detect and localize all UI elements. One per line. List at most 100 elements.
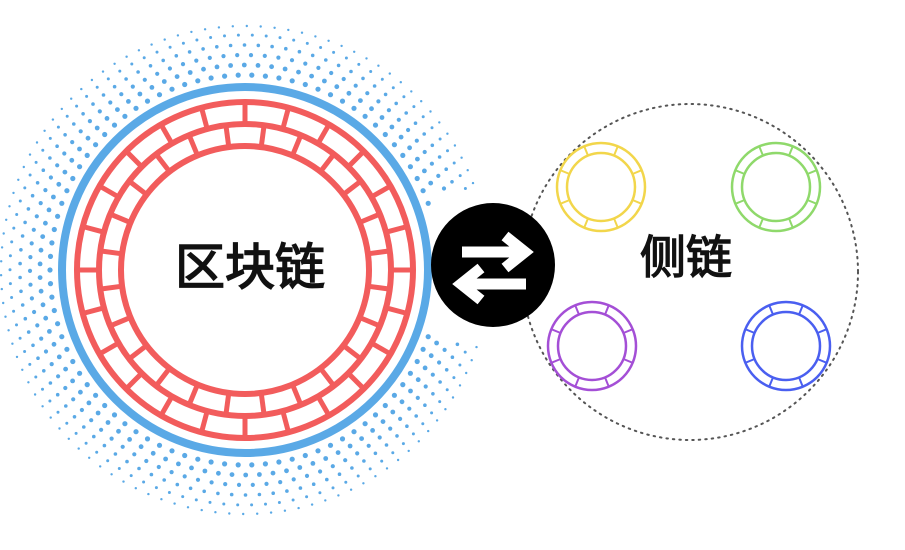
halo-dot [369,106,374,112]
halo-dot [310,503,314,506]
block-divider [385,305,408,316]
halo-dot [420,346,426,352]
block-divider [124,371,144,391]
halo-dot [273,26,276,29]
halo-dot [160,498,163,501]
block-divider [341,179,363,197]
halo-dot [161,58,165,63]
halo-dot [427,429,430,433]
halo-dot [99,465,102,468]
halo-dot [150,450,156,456]
halo-dot [195,38,199,42]
halo-dot [79,407,84,413]
halo-dot [82,425,86,429]
halo-dot [276,75,282,81]
halo-dot [372,122,379,128]
halo-dot [43,315,49,321]
halo-dot [15,213,19,216]
halo-dot [412,105,416,109]
halo-dot [377,64,380,67]
halo-dot [217,26,221,29]
halo-dot [101,93,106,97]
halo-dot [369,70,373,73]
green-ring [730,141,822,233]
halo-dot [257,492,262,497]
halo-dot [0,274,3,277]
halo-dot [319,46,323,49]
halo-dot [298,486,303,490]
halo-dot [142,480,146,484]
halo-dot [62,169,68,175]
halo-dot [235,72,241,78]
halo-dot [421,422,425,426]
halo-dot [28,362,32,366]
halo-dot [31,227,36,232]
yellow-ring [555,141,647,233]
halo-dot [5,218,8,221]
halo-dot [84,152,90,158]
halo-dot [105,420,111,425]
halo-dot [174,54,179,58]
halo-dot [289,78,295,84]
halo-dot [407,406,412,411]
halo-dot [209,36,213,39]
halo-dot [327,39,330,42]
halo-dot [408,388,413,394]
block-divider [318,152,336,174]
halo-dot [269,64,274,70]
block-divider [290,134,304,157]
halo-dot [278,480,283,485]
halo-dot [20,234,25,238]
halo-dot [415,395,420,400]
halo-dot [250,33,254,37]
halo-dot [43,188,48,193]
halo-dot [282,66,288,72]
halo-dot [0,246,4,249]
halo-dot [12,309,16,313]
halo-dot [337,494,340,497]
halo-dot [130,84,135,89]
halo-dot [396,117,401,122]
halo-dot [91,102,95,106]
halo-dot [92,434,96,439]
halo-dot [391,451,395,455]
halo-dot [89,418,94,423]
halo-dot [56,354,62,360]
halo-dot [452,376,456,380]
halo-dot [122,421,128,427]
halo-dot [195,477,201,482]
halo-dot [344,56,348,60]
halo-dot [70,175,76,182]
halo-dot [77,370,83,376]
halo-dot [18,336,22,340]
halo-dot [12,191,15,195]
halo-dot [7,329,10,332]
halo-dot [203,28,207,31]
halo-dot [429,110,432,113]
block-divider [315,395,332,417]
halo-dot [349,488,353,491]
halo-dot [12,226,16,230]
halo-dot [289,58,295,63]
halo-dot [34,214,39,219]
halo-dot [215,45,219,49]
halo-dot [48,175,54,180]
halo-dot [47,329,52,334]
halo-dot [395,434,399,438]
halo-dot [2,232,5,235]
block-divider [318,366,336,388]
halo-dot [430,372,435,377]
halo-dot [451,396,455,399]
halo-dot [297,49,302,54]
block-divider [290,383,304,406]
halo-dot [186,506,190,509]
halo-dot [365,91,370,96]
halo-dot [297,465,303,470]
halo-dot [26,207,31,211]
halo-dot [155,50,159,54]
halo-dot [27,268,33,273]
block-divider [99,248,123,257]
halo-dot [242,43,247,47]
halo-dot [21,368,24,371]
halo-dot [417,440,420,443]
